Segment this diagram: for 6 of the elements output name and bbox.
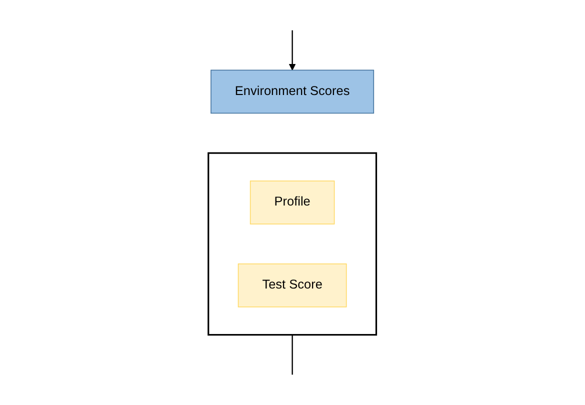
node-box: Test Score xyxy=(238,263,347,308)
cluster xyxy=(208,152,378,336)
connector xyxy=(292,334,294,375)
node-box: Environment Scores xyxy=(210,70,374,114)
node-box: Profile xyxy=(250,180,335,224)
arrow xyxy=(288,30,296,70)
